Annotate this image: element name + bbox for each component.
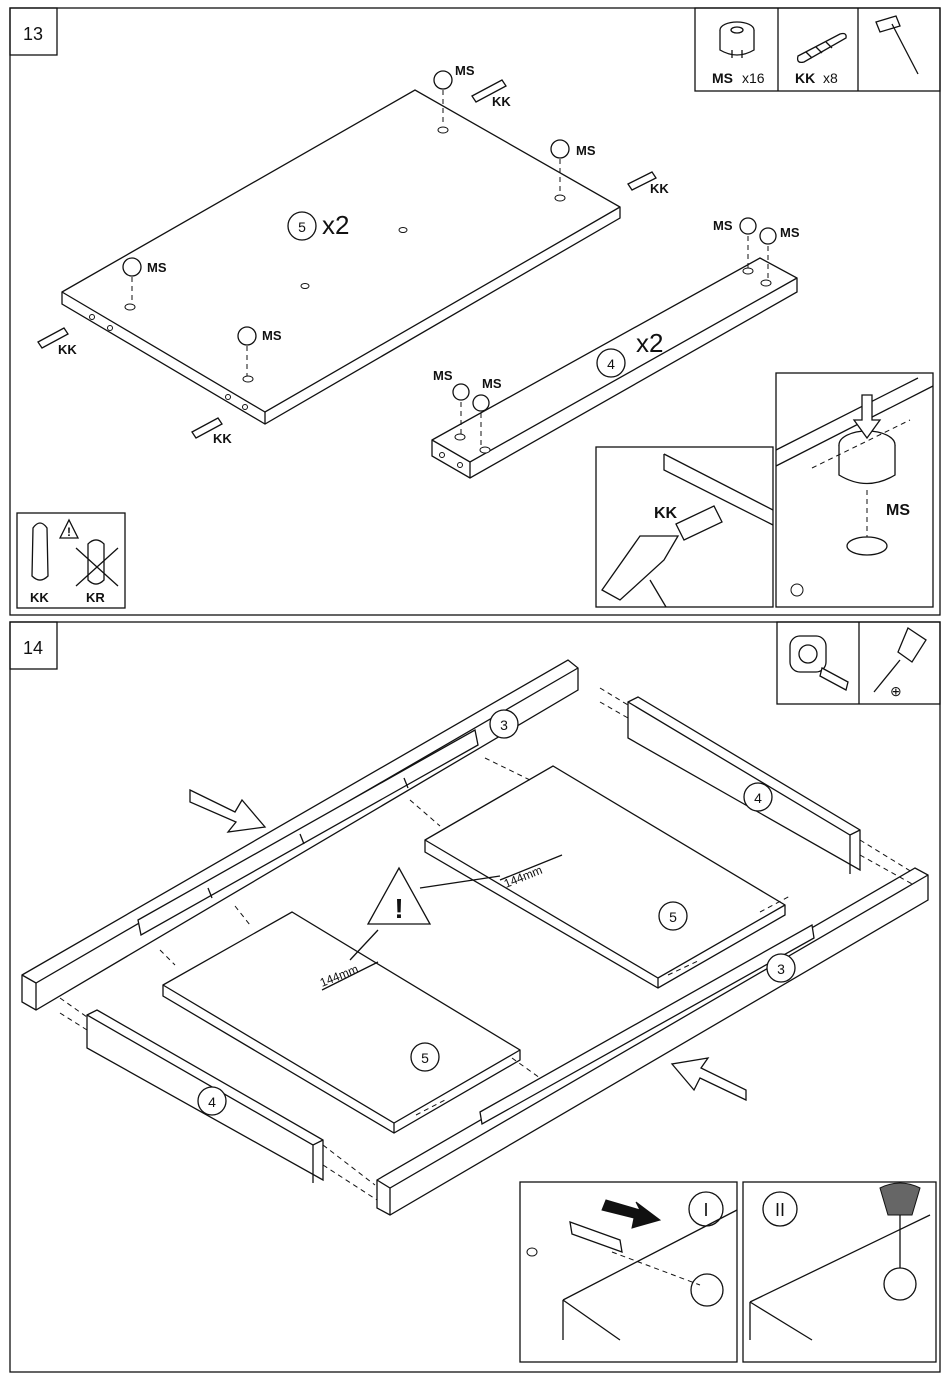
board-4-number: 4	[607, 356, 615, 372]
label-ms: MS	[455, 63, 475, 78]
board-5-multiplier: x2	[322, 210, 349, 240]
sub-step-1-label: I	[703, 1200, 708, 1220]
label-kk: KK	[492, 94, 511, 109]
label-ms: MS	[482, 376, 502, 391]
warning-wrong-label: KR	[86, 590, 105, 605]
hammer-icon	[876, 16, 918, 74]
part-qty-kk: x8	[823, 70, 838, 86]
part-code-kk: KK	[795, 70, 815, 86]
board-5-upper-number: 5	[669, 909, 677, 925]
label-ms: MS	[576, 143, 596, 158]
part-code-ms: MS	[712, 70, 733, 86]
step-14-panel: 14 ⊕ 3	[10, 622, 940, 1372]
cam-lock-icon	[740, 218, 756, 268]
sub-step-2-detail: II	[743, 1182, 936, 1362]
step-14-number: 14	[23, 638, 43, 658]
label-ms: MS	[147, 260, 167, 275]
label-ms: MS	[780, 225, 800, 240]
push-arrow-icon	[190, 790, 265, 832]
screwdriver-symbol: ⊕	[890, 683, 902, 699]
label-ms: MS	[713, 218, 733, 233]
board-5-large: 5 x2	[62, 90, 620, 424]
label-kk: KK	[650, 181, 669, 196]
svg-text:!: !	[67, 525, 71, 539]
dowel-warning-box: ! KK KR	[17, 513, 125, 608]
detail-kk-label: KK	[654, 505, 678, 522]
board-5-upper: 5 144mm	[425, 766, 785, 988]
label-ms: MS	[262, 328, 282, 343]
sub-step-1-detail: I	[520, 1182, 737, 1362]
label-kk: KK	[58, 342, 77, 357]
push-arrow-icon	[672, 1058, 746, 1100]
sub-step-2-label: II	[775, 1200, 785, 1220]
warning-ok-label: KK	[30, 590, 49, 605]
board-5-number: 5	[298, 219, 306, 235]
end-4-left-number: 4	[208, 1094, 216, 1110]
hammer-dowel-detail: KK	[596, 447, 773, 607]
svg-text:!: !	[394, 893, 403, 924]
step-13-panel: 13 MS x16 KK x8	[10, 8, 940, 615]
detail-ms-label: MS	[886, 502, 910, 519]
tape-measure-icon	[790, 636, 848, 690]
side-3-back-number: 3	[500, 717, 508, 733]
step-13-parts-box: MS x16 KK x8	[695, 8, 940, 91]
board-4-multiplier: x2	[636, 328, 663, 358]
part-qty-ms: x16	[742, 70, 765, 86]
board-5-lower-number: 5	[421, 1050, 429, 1066]
label-kk: KK	[213, 431, 232, 446]
cam-lock-icon	[720, 22, 754, 58]
wooden-dowel-icon	[798, 34, 847, 63]
side-3-front-number: 3	[777, 961, 785, 977]
end-4-right-number: 4	[754, 790, 762, 806]
label-ms: MS	[433, 368, 453, 383]
cam-lock-detail: MS	[776, 373, 933, 607]
step-14-tools-box: ⊕	[777, 622, 940, 704]
step-13-number: 13	[23, 24, 43, 44]
